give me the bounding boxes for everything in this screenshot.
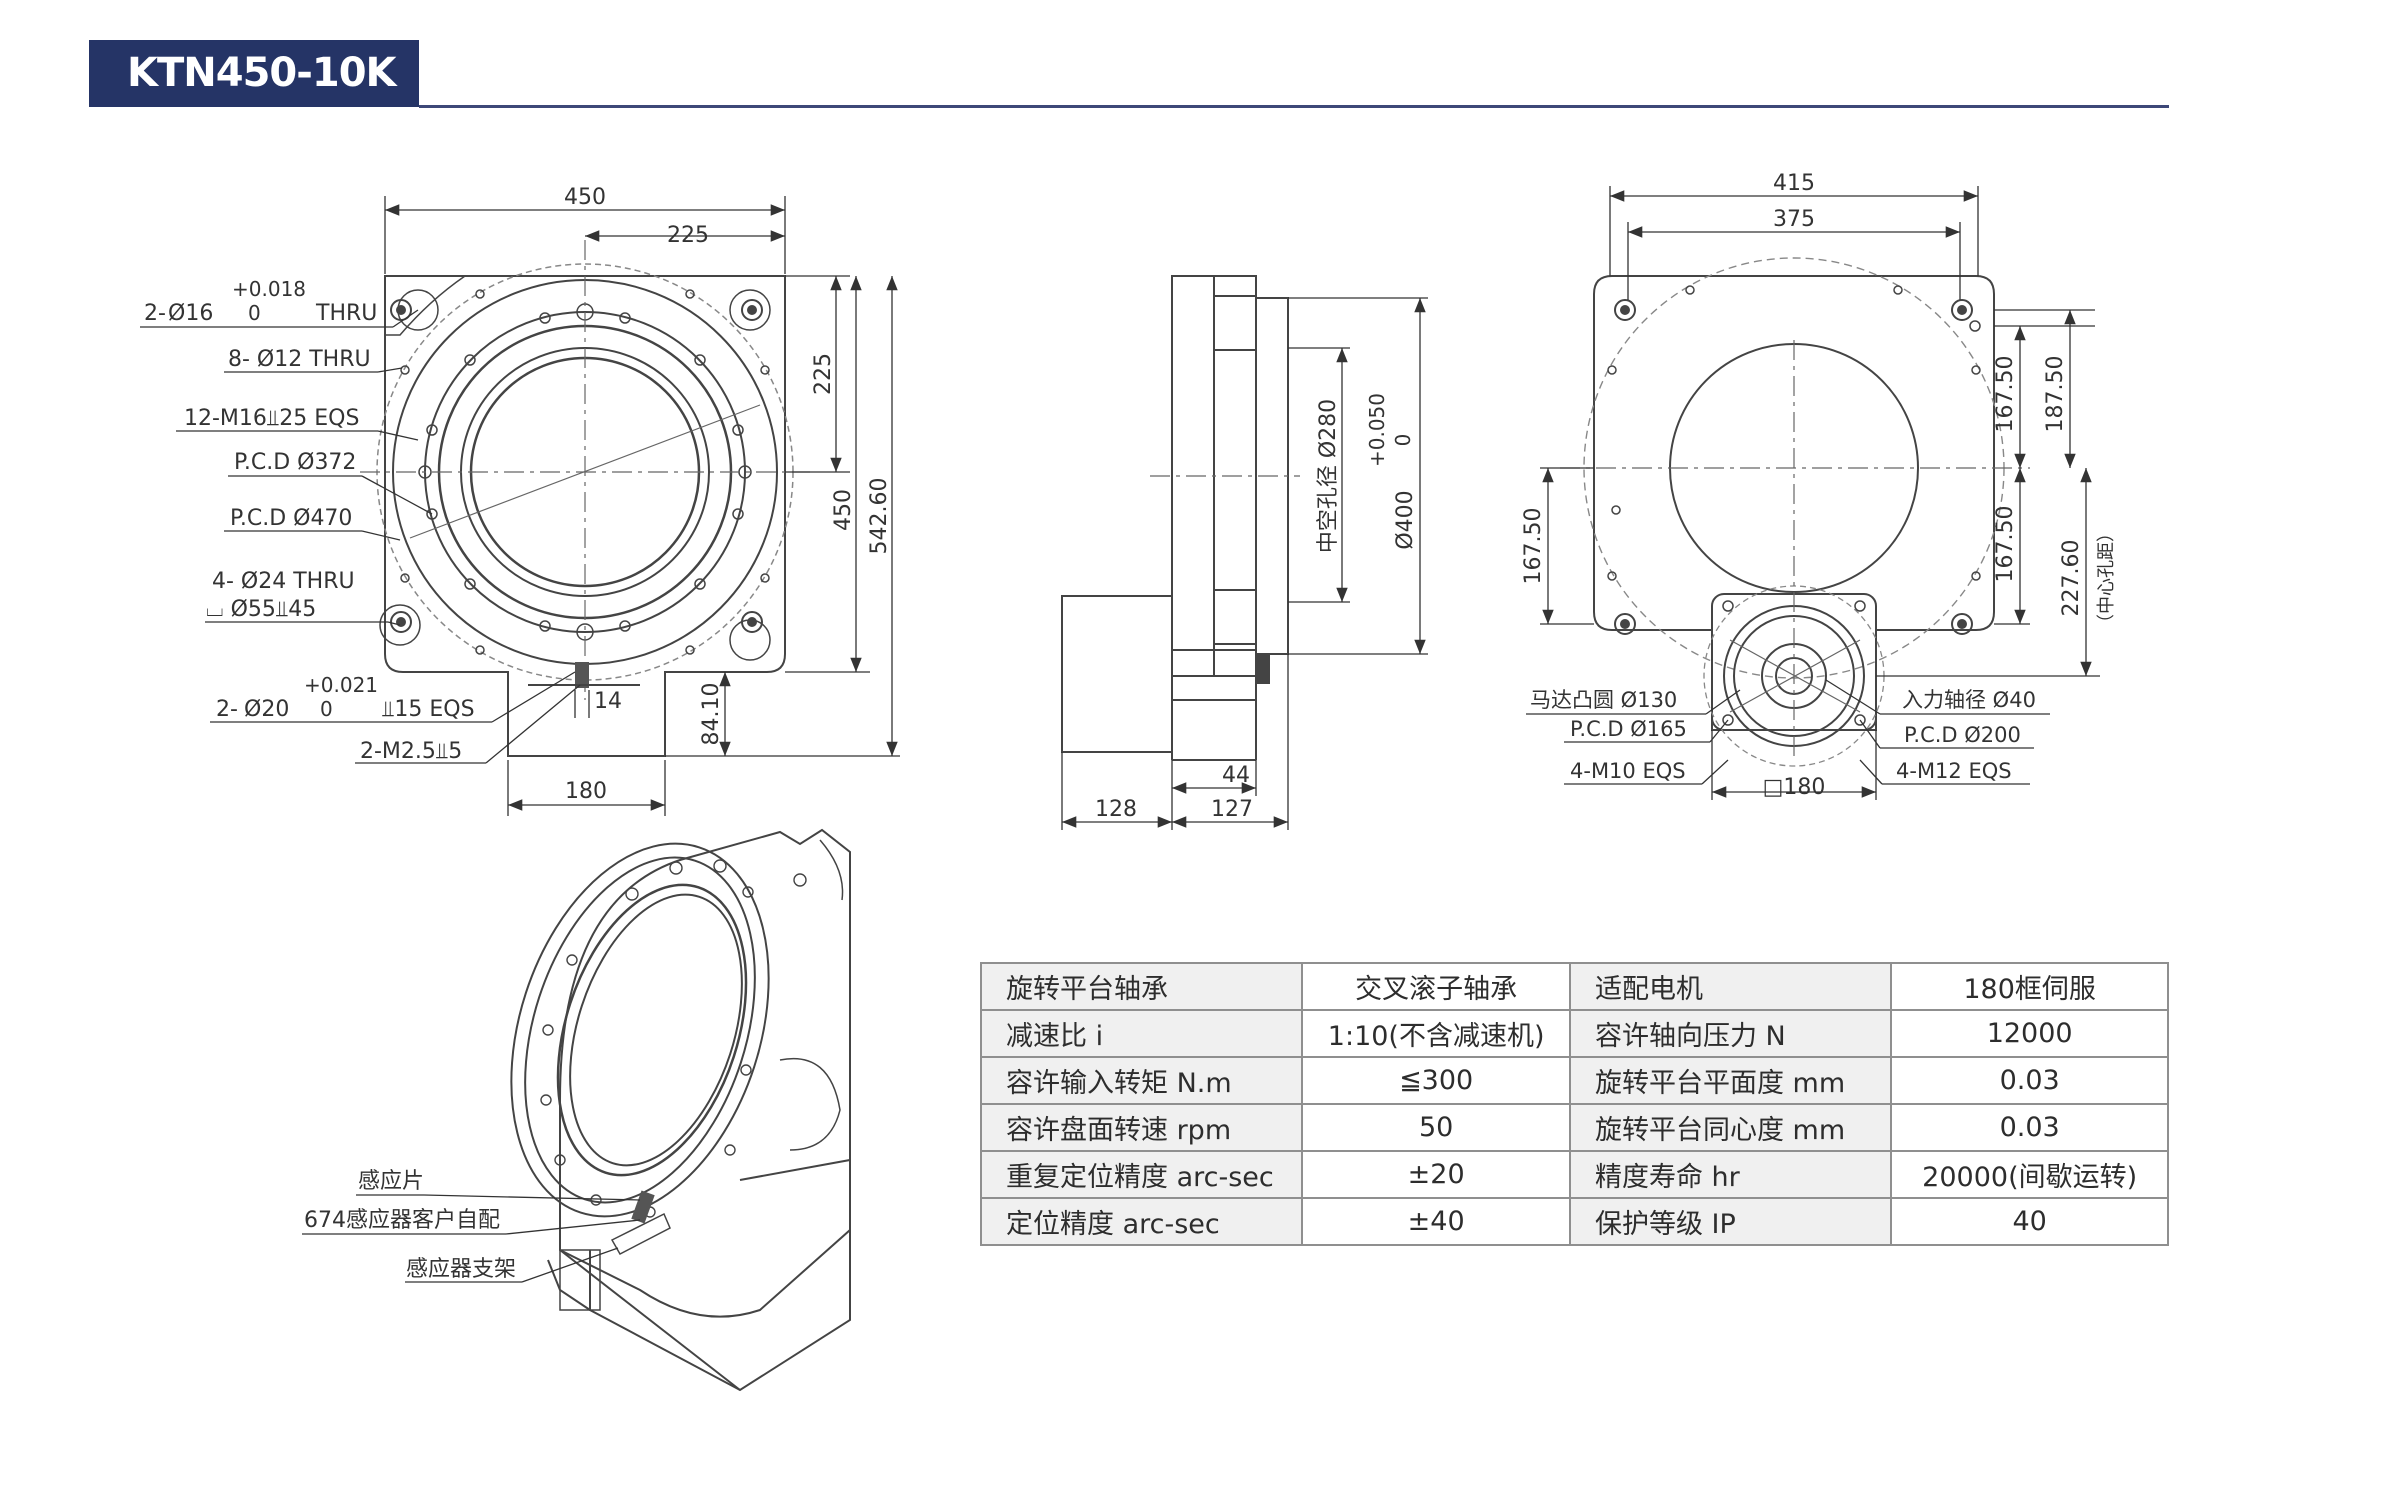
spec-value: 1:10(不含减速机) — [1301, 1009, 1571, 1058]
spec-label: 定位精度 arc-sec — [979, 1197, 1304, 1246]
front-dim-lines — [140, 196, 900, 816]
front-view — [360, 240, 810, 757]
callout-pin1-dia: Ø16 — [168, 301, 213, 326]
dim-bore-tol-lower: 0 — [1391, 434, 1415, 447]
spec-label: 容许轴向压力 N — [1568, 1009, 1893, 1058]
label-sensor-bracket: 感应器支架 — [406, 1257, 516, 1282]
label-sensor-piece: 感应片 — [358, 1169, 424, 1194]
dim-left-half: 167.50 — [1521, 508, 1546, 585]
dim-center-distance-note: （中心孔距） — [2096, 524, 2117, 632]
dim-lower-1: 167.50 — [1993, 506, 2018, 583]
spec-label: 减速比 i — [979, 1009, 1304, 1058]
callout-pin1-tol-lower: 0 — [248, 301, 261, 325]
spec-value: 50 — [1301, 1103, 1571, 1152]
dim-tab-width: 180 — [565, 779, 607, 804]
side-dim-text: 中空孔径 Ø280 Ø400 +0.050 0 128 127 44 — [1095, 393, 1418, 822]
spec-label: 重复定位精度 arc-sec — [979, 1150, 1304, 1199]
callout-thread-m16: 12-M16⫫25 EQS — [184, 406, 359, 431]
dim-half-width: 225 — [667, 223, 709, 248]
dim-width-inner: 375 — [1773, 207, 1815, 232]
callout-pin2-prefix: 2- — [216, 697, 238, 722]
spec-value: 12000 — [1890, 1009, 2169, 1058]
iso-labels: 感应片 674感应器客户自配 感应器支架 — [304, 1169, 516, 1282]
dim-upper-1: 167.50 — [1993, 356, 2018, 433]
dim-flange-width: 44 — [1222, 763, 1250, 788]
callout-pin2-tol-lower: 0 — [320, 697, 333, 721]
spec-value: 0.03 — [1890, 1056, 2169, 1105]
callout-pcd-470: P.C.D Ø470 — [230, 506, 352, 531]
label-sensor-674: 674感应器客户自配 — [304, 1208, 500, 1233]
spec-label: 容许输入转矩 N.m — [979, 1056, 1304, 1105]
spec-value: 40 — [1890, 1197, 2169, 1246]
dim-width: 450 — [564, 185, 606, 210]
dim-total-height: 542.60 — [867, 478, 892, 555]
dim-tab-height: 84.10 — [699, 683, 724, 746]
dim-right-width: 127 — [1211, 797, 1253, 822]
spec-label: 旋转平台平面度 mm — [1568, 1056, 1893, 1105]
callout-counterbore: ⌴ Ø55⫫45 — [206, 597, 316, 622]
spec-label: 旋转平台轴承 — [979, 962, 1304, 1011]
callout-pcd-165: P.C.D Ø165 — [1570, 717, 1687, 741]
callout-motor-boss: 马达凸圆 Ø130 — [1530, 688, 1677, 712]
callout-pin2-tol-upper: +0.021 — [304, 673, 378, 697]
callout-m12: 4-M12 EQS — [1896, 759, 2012, 783]
dim-motor-square: □180 — [1763, 775, 1826, 800]
spec-value: ±20 — [1301, 1150, 1571, 1199]
title-rule — [419, 105, 2169, 108]
dim-half-height: 225 — [811, 353, 836, 395]
dim-bore-dia: Ø400 — [1393, 490, 1418, 549]
spec-label: 保护等级 IP — [1568, 1197, 1893, 1246]
callout-pin1-suffix: THRU — [315, 301, 377, 326]
dim-height: 450 — [831, 489, 856, 531]
iso-leaders — [302, 1194, 641, 1283]
dim-left-width: 128 — [1095, 797, 1137, 822]
dim-width-outer: 415 — [1773, 171, 1815, 196]
spec-value: 0.03 — [1890, 1103, 2169, 1152]
callout-input-shaft: 入力轴径 Ø40 — [1902, 688, 2036, 712]
dim-bore-tol-upper: +0.050 — [1365, 393, 1389, 467]
spec-value: ≦300 — [1301, 1056, 1571, 1105]
dim-upper-2: 187.50 — [2043, 356, 2068, 433]
model-title: KTN450-10K — [89, 40, 419, 107]
side-view — [1061, 275, 1300, 761]
iso-view — [510, 828, 851, 1392]
back-dim-lines — [1526, 186, 2100, 800]
front-dim-text: 450 225 225 450 542.60 84.10 180 14 2- Ø… — [144, 185, 892, 804]
callout-pcd-200: P.C.D Ø200 — [1904, 723, 2021, 747]
spec-value: 20000(间歇运转) — [1890, 1150, 2169, 1199]
callout-pin1-tol-upper: +0.018 — [232, 277, 306, 301]
callout-pin2-dia: Ø20 — [244, 697, 289, 722]
callout-m10: 4-M10 EQS — [1570, 759, 1686, 783]
callout-pin2-suffix: ⫫15 EQS — [382, 697, 475, 722]
callout-thread-m25: 2-M2.5⫫5 — [360, 739, 462, 764]
callout-pin1-prefix: 2- — [144, 301, 166, 326]
dim-hollow-bore: 中空孔径 Ø280 — [1316, 399, 1341, 553]
spec-label: 旋转平台同心度 mm — [1568, 1103, 1893, 1152]
dim-center-distance: 227.60 — [2059, 540, 2084, 617]
dim-tab-offset: 14 — [594, 689, 622, 714]
spec-label: 适配电机 — [1568, 962, 1893, 1011]
callout-holes-24: 4- Ø24 THRU — [212, 569, 355, 594]
spec-value: 交叉滚子轴承 — [1301, 962, 1571, 1011]
side-dim-lines — [1061, 297, 1428, 830]
callout-pcd-372: P.C.D Ø372 — [234, 450, 356, 475]
spec-label: 精度寿命 hr — [1568, 1150, 1893, 1199]
back-dim-text: 415 375 167.50 187.50 167.50 227.60 （中心孔… — [1521, 171, 2117, 800]
spec-value: ±40 — [1301, 1197, 1571, 1246]
spec-label: 容许盘面转速 rpm — [979, 1103, 1304, 1152]
spec-value: 180框伺服 — [1890, 962, 2169, 1011]
callout-holes-12: 8- Ø12 THRU — [228, 347, 371, 372]
